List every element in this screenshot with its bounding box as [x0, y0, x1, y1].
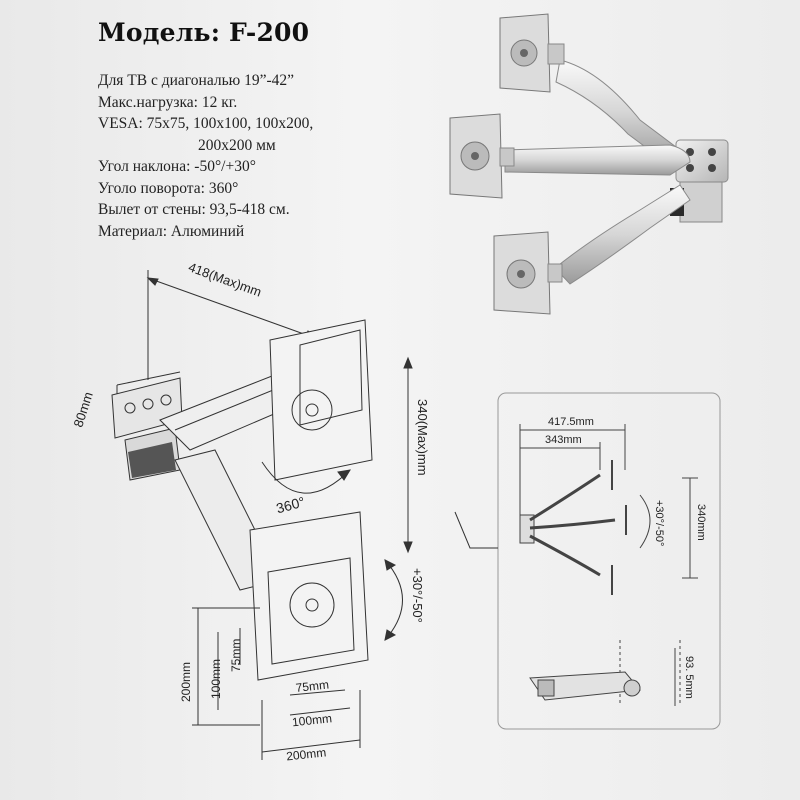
label-inner-width: 343mm — [545, 434, 582, 446]
spec-vesa: VESA: 75x75, 100x100, 100x200, — [98, 115, 314, 132]
spec-rotation: Уголо поворота: 360° — [98, 179, 239, 197]
label-total-width: 417.5mm — [548, 416, 594, 428]
label-mount-80: 80mm — [70, 390, 95, 429]
product-photo — [449, 13, 729, 315]
spec-tilt: Угол наклона: -50°/+30° — [98, 158, 256, 175]
model-title: Модель: F-200 — [98, 18, 310, 47]
label-reach: 418(Max)mm — [186, 259, 263, 299]
label-height-340: 340(Max)mm — [415, 399, 430, 476]
lower-arm — [554, 184, 691, 285]
label-vesa-200-h: 200mm — [286, 745, 327, 763]
right-diagram — [454, 392, 721, 730]
vesa-plate-middle — [449, 113, 515, 199]
spec-list: Для ТВ с диагональю 19”-42” Макс.нагрузк… — [98, 70, 438, 242]
spec-reach: Вылет от стены: 93,5-418 см. — [98, 201, 290, 218]
spec-material: Материал: Алюминий — [98, 222, 245, 240]
vesa-plate-top — [499, 13, 565, 93]
vesa-plate-bottom — [493, 231, 563, 315]
label-depth: 93. 5mm — [683, 656, 695, 699]
label-vesa-75-h: 75mm — [295, 678, 330, 695]
spec-max-load: Макс.нагрузка: 12 кг. — [98, 93, 238, 111]
label-vesa-100-h: 100mm — [291, 711, 332, 729]
label-right-height: 340mm — [695, 504, 707, 541]
label-vesa-75-v: 75mm — [229, 639, 243, 672]
label-vesa-200-v: 200mm — [179, 662, 193, 702]
label-tilt-left: +30°/-50° — [410, 568, 425, 623]
spec-diagonal: Для ТВ с диагональю 19”-42” — [98, 72, 295, 89]
label-vesa-100-v: 100mm — [209, 659, 223, 699]
middle-arm — [504, 144, 691, 176]
left-diagram — [111, 270, 413, 760]
spec-vesa-cont: 200x200 мм — [198, 136, 276, 154]
label-rotation-360: 360° — [274, 493, 306, 516]
label-right-tilt: +30°/-50° — [653, 500, 665, 546]
